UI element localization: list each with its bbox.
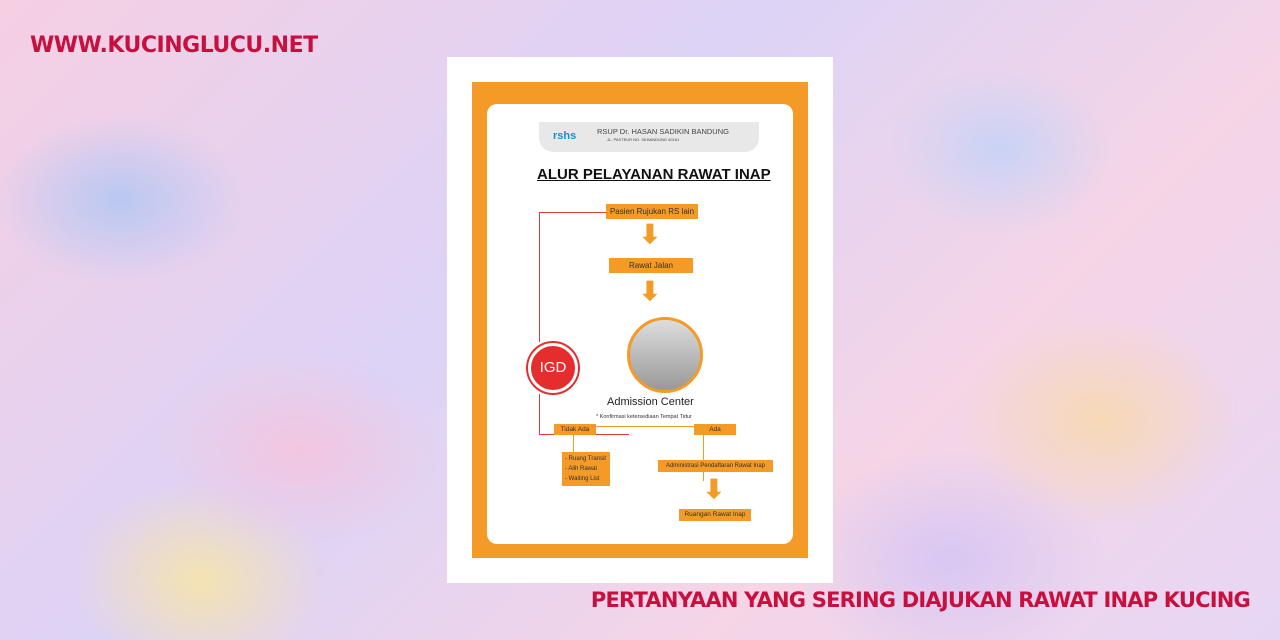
poster-title: ALUR PELAYANAN RAWAT INAP [537,166,771,183]
step-admin: Administrasi Pendaftaran Rawat Inap [658,460,773,472]
status-unavailable: Tidak Ada [554,424,596,435]
options-box: - Ruang Transit- Alih Rawat- Waiting Lis… [562,452,610,486]
hospital-banner: rshs RSUP Dr. HASAN SADIKIN BANDUNG JL. … [539,122,759,152]
step-referral: Pasien Rujukan RS lain [606,204,698,219]
admission-photo [627,317,703,393]
flowchart-poster: rshs RSUP Dr. HASAN SADIKIN BANDUNG JL. … [472,82,808,558]
step-outpatient: Rawat Jalan [609,258,693,273]
step-room: Ruangan Rawat Inap [679,509,751,521]
bed-note: * Konfirmasi ketersediaan Tempat Tidur [596,414,692,420]
admission-label: Admission Center [607,396,694,408]
hospital-name: RSUP Dr. HASAN SADIKIN BANDUNG [597,127,729,136]
hospital-logo: rshs [553,130,577,142]
hospital-address: JL. PASTEUR NO. 38 BANDUNG 40161 [607,137,680,142]
site-url[interactable]: WWW.KUCINGLUCU.NET [30,33,318,58]
article-headline: PERTANYAAN YANG SERING DIAJUKAN RAWAT IN… [590,588,1251,612]
status-available: Ada [694,424,736,435]
igd-badge: IGD [528,343,578,393]
